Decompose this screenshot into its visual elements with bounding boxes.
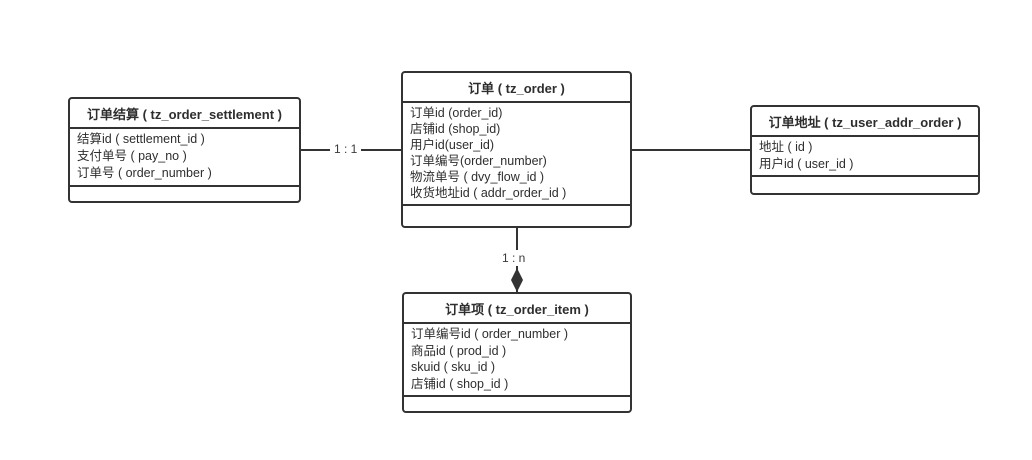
field-row: 订单编号id ( order_number )	[411, 327, 568, 341]
diamond-arrowhead-icon	[511, 268, 523, 292]
field-row: 物流单号 ( dvy_flow_id )	[410, 170, 545, 184]
entity-title-order-item: 订单项 ( tz_order_item )	[404, 294, 630, 324]
field-row: 商品id ( prod_id )	[411, 343, 507, 358]
field-row: 地址 ( id )	[759, 140, 813, 154]
entity-title-order-settlement: 订单结算 ( tz_order_settlement )	[70, 99, 299, 129]
field-row: 用户id(user_id)	[410, 138, 495, 152]
relation-label-one-to-many: 1 : n	[498, 250, 530, 266]
relation-label-one-to-one: 1 : 1	[330, 141, 362, 157]
entity-title-user-addr-order: 订单地址 ( tz_user_addr_order )	[752, 107, 978, 137]
entity-fields-user-addr-order: 地址 ( id ) 用户id ( user_id )	[752, 137, 978, 177]
field-row: 结算id ( settlement_id )	[77, 132, 205, 146]
entity-footer-compartment	[752, 177, 978, 193]
field-row: skuid ( sku_id )	[411, 360, 496, 374]
field-row: 店铺id (shop_id)	[410, 122, 501, 136]
field-row: 支付单号 ( pay_no )	[77, 149, 187, 163]
entity-box-user-addr-order: 订单地址 ( tz_user_addr_order ) 地址 ( id ) 用户…	[750, 105, 980, 195]
field-row: 用户id ( user_id )	[759, 156, 854, 171]
entity-footer-compartment	[70, 187, 299, 201]
entity-fields-order-item: 订单编号id ( order_number ) 商品id ( prod_id )…	[404, 324, 630, 397]
field-row: 收货地址id ( addr_order_id )	[410, 186, 567, 200]
entity-footer-compartment	[403, 206, 630, 226]
entity-fields-order: 订单id (order_id) 店铺id (shop_id) 用户id(user…	[403, 103, 630, 206]
entity-box-order-settlement: 订单结算 ( tz_order_settlement ) 结算id ( sett…	[68, 97, 301, 203]
field-row: 订单id (order_id)	[410, 106, 503, 120]
field-row: 订单编号(order_number)	[410, 154, 547, 168]
entity-title-order: 订单 ( tz_order )	[403, 73, 630, 103]
entity-box-order: 订单 ( tz_order ) 订单id (order_id) 店铺id (sh…	[401, 71, 632, 228]
entity-footer-compartment	[404, 397, 630, 411]
field-row: 订单号 ( order_number )	[77, 166, 212, 180]
entity-box-order-item: 订单项 ( tz_order_item ) 订单编号id ( order_num…	[402, 292, 632, 413]
field-row: 店铺id ( shop_id )	[411, 376, 509, 391]
entity-fields-order-settlement: 结算id ( settlement_id ) 支付单号 ( pay_no ) 订…	[70, 129, 299, 187]
